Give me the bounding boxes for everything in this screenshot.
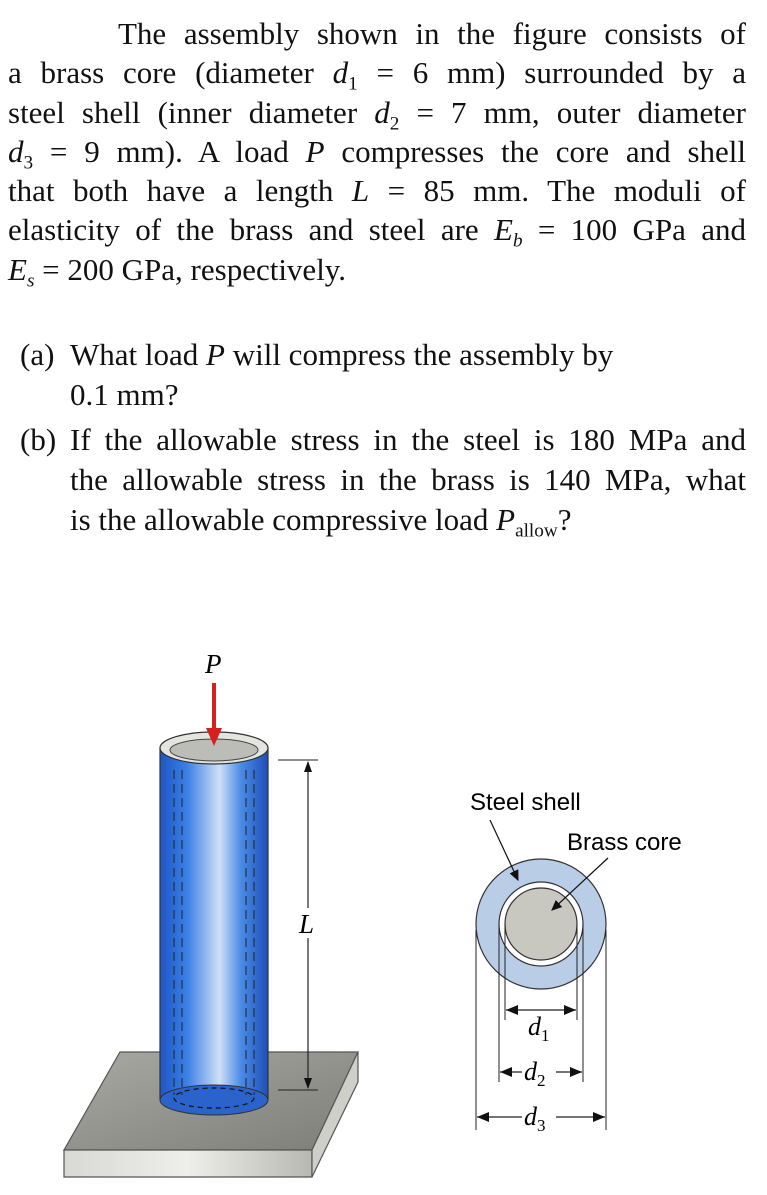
- d3-dimension: [477, 1112, 605, 1122]
- diameter-extension-lines: [475, 924, 607, 1130]
- problem-line-4: d3 = 9 mm). A load P compresses the core…: [8, 133, 747, 174]
- question-b: (b) If the allowable stress in the steel…: [20, 420, 746, 542]
- question-a-label: (a): [20, 337, 55, 372]
- brass-leader: [551, 857, 609, 911]
- question-a: (a) What load P will compress the assemb…: [20, 335, 746, 415]
- question-a-text: What load P will compress the assembly b…: [70, 337, 614, 412]
- load-arrow: [206, 683, 222, 746]
- d2-dimension: [500, 1067, 582, 1077]
- d1-dimension: [506, 1005, 576, 1015]
- base-plate: [62, 1051, 359, 1178]
- load-label: P: [204, 649, 222, 679]
- problem-line-2: a brass core (diameter d1 = 6 mm) surrou…: [8, 55, 746, 96]
- steel-leader: [489, 819, 519, 882]
- question-b-text: If the allowable stress in the steel is …: [70, 422, 746, 542]
- steel-shell-label: Steel shell: [470, 789, 581, 816]
- cylinder-assembly: [159, 731, 269, 1116]
- problem-line-1: The assembly shown in the figure consist…: [118, 16, 746, 51]
- d2-label: d2: [524, 1057, 546, 1090]
- d1-label: d1: [528, 1012, 550, 1045]
- problem-line-5: that both have a length L = 85 mm. The m…: [8, 173, 746, 209]
- brass-core-label: Brass core: [567, 829, 682, 856]
- problem-statement: The assembly shown in the figure consist…: [8, 14, 747, 292]
- length-label: L: [298, 909, 314, 939]
- d3-label: d3: [524, 1102, 546, 1135]
- problem-line-6: elasticity of the brass and steel are Eb…: [8, 212, 746, 253]
- problem-line-3: steel shell (inner diameter d2 = 7 mm, o…: [8, 94, 746, 135]
- question-b-label: (b): [20, 422, 57, 457]
- problem-line-7: Es = 200 GPa, respectively.: [8, 251, 347, 292]
